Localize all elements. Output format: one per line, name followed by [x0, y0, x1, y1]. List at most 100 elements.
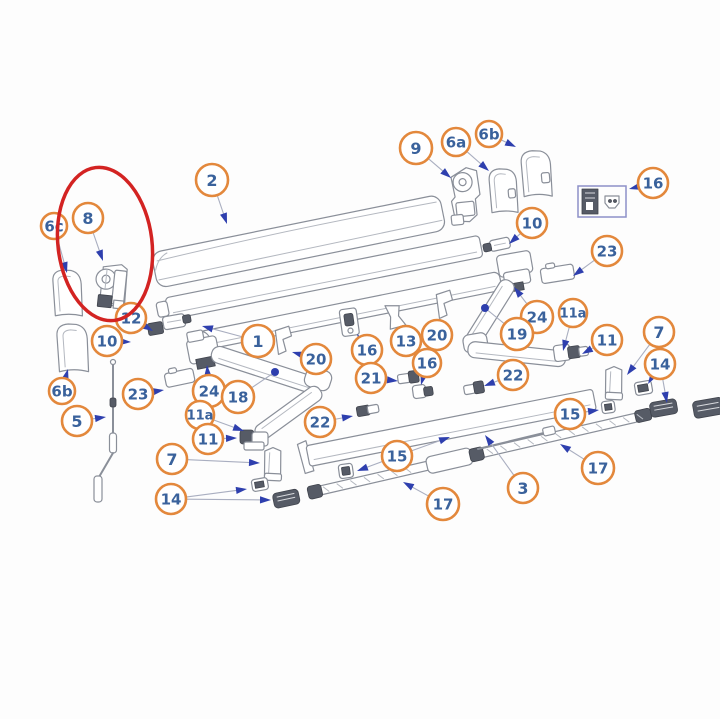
callout-label-14-right: 14 [650, 355, 671, 373]
callout-label-19: 19 [507, 325, 528, 343]
callout-2: 2 [194, 162, 230, 198]
callout-label-7-left: 7 [166, 450, 177, 469]
part-20-bracket-left [274, 325, 293, 356]
part-3-tension-rod [477, 425, 556, 450]
callout-23-left: 23 [121, 377, 155, 411]
callout-label-17-center: 17 [433, 495, 454, 513]
part-20-bracket-right [435, 289, 454, 320]
part-16-bracket-mid [338, 307, 360, 337]
part-23-cover-plate-right [539, 262, 576, 284]
callout-label-20-left: 20 [306, 350, 327, 368]
callout-3: 3 [506, 471, 540, 505]
part-16-hardware-kit-box [577, 185, 627, 218]
part-15-clip-center [337, 462, 355, 480]
callout-label-14-left: 14 [161, 490, 182, 508]
part-7-foot-bracket-left [263, 446, 283, 482]
part-9-gear-end-bracket [450, 167, 481, 226]
callout-13: 13 [389, 324, 423, 358]
callout-label-24-left: 24 [199, 382, 220, 400]
callout-21: 21 [354, 361, 388, 395]
part-23-cover-plate-left [163, 367, 196, 388]
callout-label-24-right: 24 [527, 308, 548, 326]
part-5-crank-rod [93, 358, 118, 503]
callout-label-6a: 6a [446, 133, 467, 151]
part-6b-end-cap-top [520, 150, 553, 198]
callout-label-23-right: 23 [597, 242, 618, 260]
callout-label-11a-left: 11a [187, 409, 214, 424]
part-10-connector-right [482, 236, 511, 253]
callout-label-8: 8 [82, 209, 93, 228]
part-end-cover-right-edge [692, 397, 720, 419]
callout-15-right: 15 [553, 397, 587, 431]
callout-16-mid: 16 [350, 333, 384, 367]
callout-label-11-right: 11 [597, 331, 618, 349]
part-18-spring-arm-left [186, 329, 333, 451]
callout-label-16-top: 16 [643, 174, 664, 192]
callout-16-right: 16 [411, 347, 443, 379]
part-14-clip-right [633, 379, 654, 396]
part-15-clip-right [600, 399, 616, 415]
callout-label-11a-right: 11a [560, 307, 587, 322]
part-6c-end-cap [52, 269, 84, 317]
highlight-ellipse-part-8 [55, 165, 155, 323]
callout-17-right: 17 [580, 450, 616, 486]
highlight-annotation [55, 165, 155, 323]
part-case-back-profile [155, 235, 484, 320]
callout-label-16-right: 16 [417, 354, 438, 372]
callout-14-left: 14 [154, 482, 188, 516]
callout-label-1: 1 [252, 332, 263, 351]
callout-1: 1 [240, 323, 276, 359]
part-16-fixing-right [411, 383, 434, 400]
callout-6b-left: 6b [47, 376, 77, 406]
callout-24-left: 24 [191, 373, 227, 409]
callout-label-21: 21 [361, 369, 382, 387]
callout-label-17-right: 17 [588, 459, 609, 477]
callout-20-right: 20 [420, 318, 454, 352]
callout-20-left: 20 [299, 342, 333, 376]
callout-17-center: 17 [425, 486, 461, 522]
callout-14-right: 14 [643, 347, 677, 381]
callout-label-20-right: 20 [427, 326, 448, 344]
callout-label-6b-top: 6b [478, 125, 499, 143]
callout-label-6b-left: 6b [51, 382, 72, 400]
part-8-gear-winch [95, 264, 128, 310]
callout-label-22-left: 22 [310, 413, 331, 431]
callout-7-left: 7 [155, 442, 189, 476]
callout-label-23-left: 23 [128, 385, 149, 403]
callout-6b-top: 6b [474, 119, 504, 149]
callout-22-left: 22 [303, 405, 337, 439]
callout-label-3: 3 [517, 479, 528, 498]
callout-15-center: 15 [380, 439, 414, 473]
part-2-case-lid [152, 195, 446, 288]
callout-6a: 6a [440, 126, 472, 158]
part-front-rail-panel [296, 389, 597, 475]
callout-8: 8 [71, 201, 105, 235]
callout-label-5: 5 [71, 412, 82, 431]
callout-label-10-left: 10 [97, 332, 118, 350]
callout-label-13: 13 [396, 332, 417, 350]
callout-10-right: 10 [515, 206, 549, 240]
callout-16-top: 16 [636, 166, 670, 200]
callout-label-12: 12 [121, 309, 142, 327]
callout-label-10-right: 10 [522, 214, 543, 232]
callout-11a-right: 11a [557, 297, 589, 329]
callout-label-22-right: 22 [503, 366, 524, 384]
callout-12: 12 [114, 301, 148, 335]
part-14-clip-left [250, 477, 269, 492]
part-14-cover-left [272, 488, 301, 509]
part-14-cover-right [649, 398, 678, 418]
callout-6c: 6c [39, 211, 69, 241]
callout-7-right: 7 [642, 315, 676, 349]
part-22-connector-right [463, 380, 485, 396]
part-12-lock-set [146, 313, 192, 336]
callout-10-left: 10 [90, 324, 124, 358]
part-6a-end-cap [488, 168, 519, 214]
parts-drawing [52, 150, 720, 509]
part-22-connector-left [355, 403, 380, 417]
callout-11-right: 11 [590, 323, 624, 357]
callout-19: 19 [499, 316, 535, 352]
callout-label-16-mid: 16 [357, 341, 378, 359]
callout-5: 5 [60, 404, 94, 438]
